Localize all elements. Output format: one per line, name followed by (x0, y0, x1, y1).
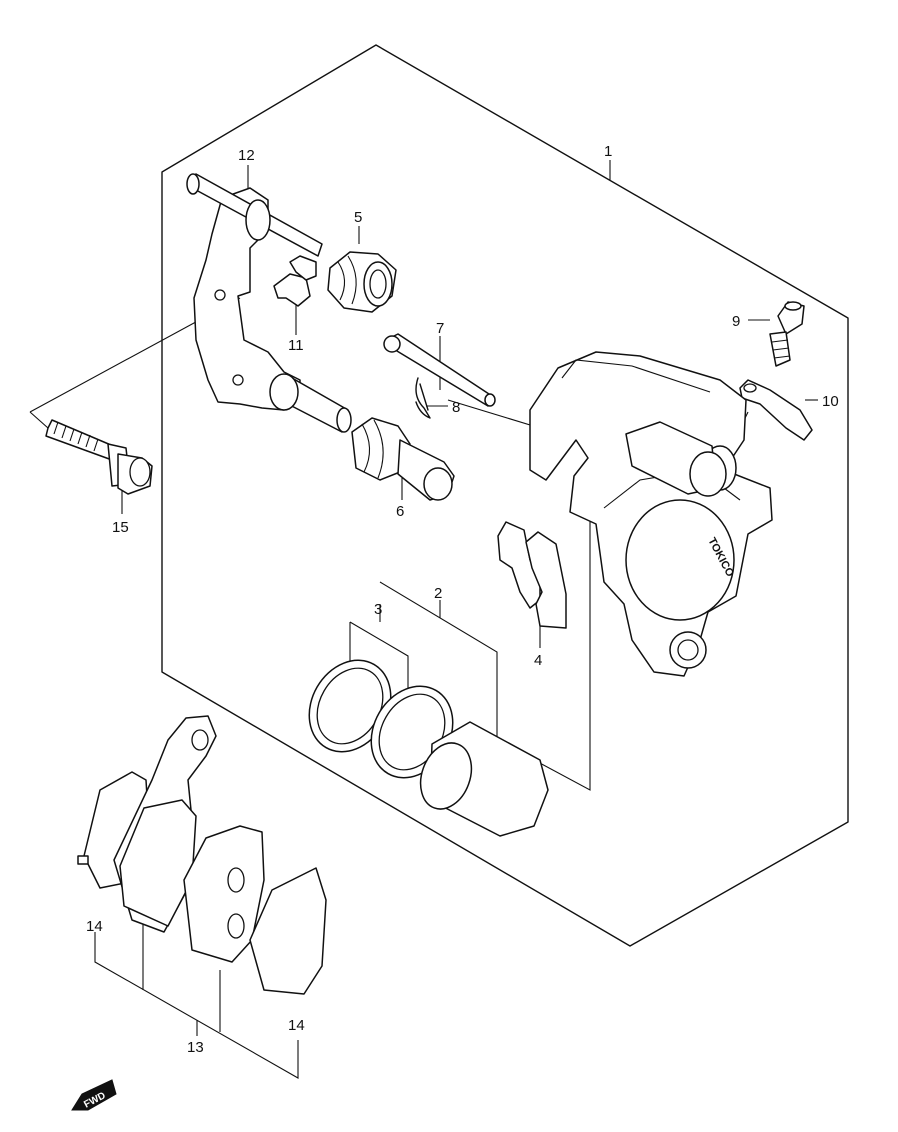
callout-10: 10 (822, 393, 839, 410)
cap-part-10 (739, 379, 813, 441)
brake-pads-part-13-14 (77, 715, 327, 995)
clip-part-8 (415, 377, 431, 419)
callout-2: 2 (434, 585, 442, 602)
slide-pin-part-6 (351, 417, 455, 501)
callout-1: 1 (604, 143, 612, 160)
boot-part-5 (327, 251, 397, 313)
callout-11: 11 (288, 337, 304, 354)
callout-12: 12 (238, 147, 255, 164)
callout-5: 5 (354, 209, 362, 226)
bleeder-part-9 (769, 301, 805, 367)
pad-spring-part-4 (497, 521, 567, 629)
callout-7: 7 (436, 320, 444, 337)
callout-14b: 14 (288, 1017, 305, 1034)
forward-direction-arrow: FWD (71, 1079, 117, 1111)
callout-14a: 14 (86, 918, 103, 935)
bracket-part-12 (186, 173, 352, 433)
callout-4: 4 (534, 652, 542, 669)
bolt-part-15 (45, 419, 153, 495)
pin-part-7 (383, 333, 496, 407)
callout-8: 8 (452, 399, 460, 416)
callout-15: 15 (112, 519, 129, 536)
callout-3: 3 (374, 601, 382, 618)
caliper-body-part-1: TOKICO (529, 351, 773, 677)
piston-part-2 (419, 721, 549, 837)
clip-part-11 (273, 255, 317, 307)
callout-9: 9 (732, 313, 740, 330)
assembly-boundary (161, 44, 849, 947)
callout-6: 6 (396, 503, 404, 520)
callout-labels: 1 2 3 4 5 6 7 8 9 10 11 12 13 14 14 15 (86, 143, 839, 1056)
callout-13: 13 (187, 1039, 204, 1056)
